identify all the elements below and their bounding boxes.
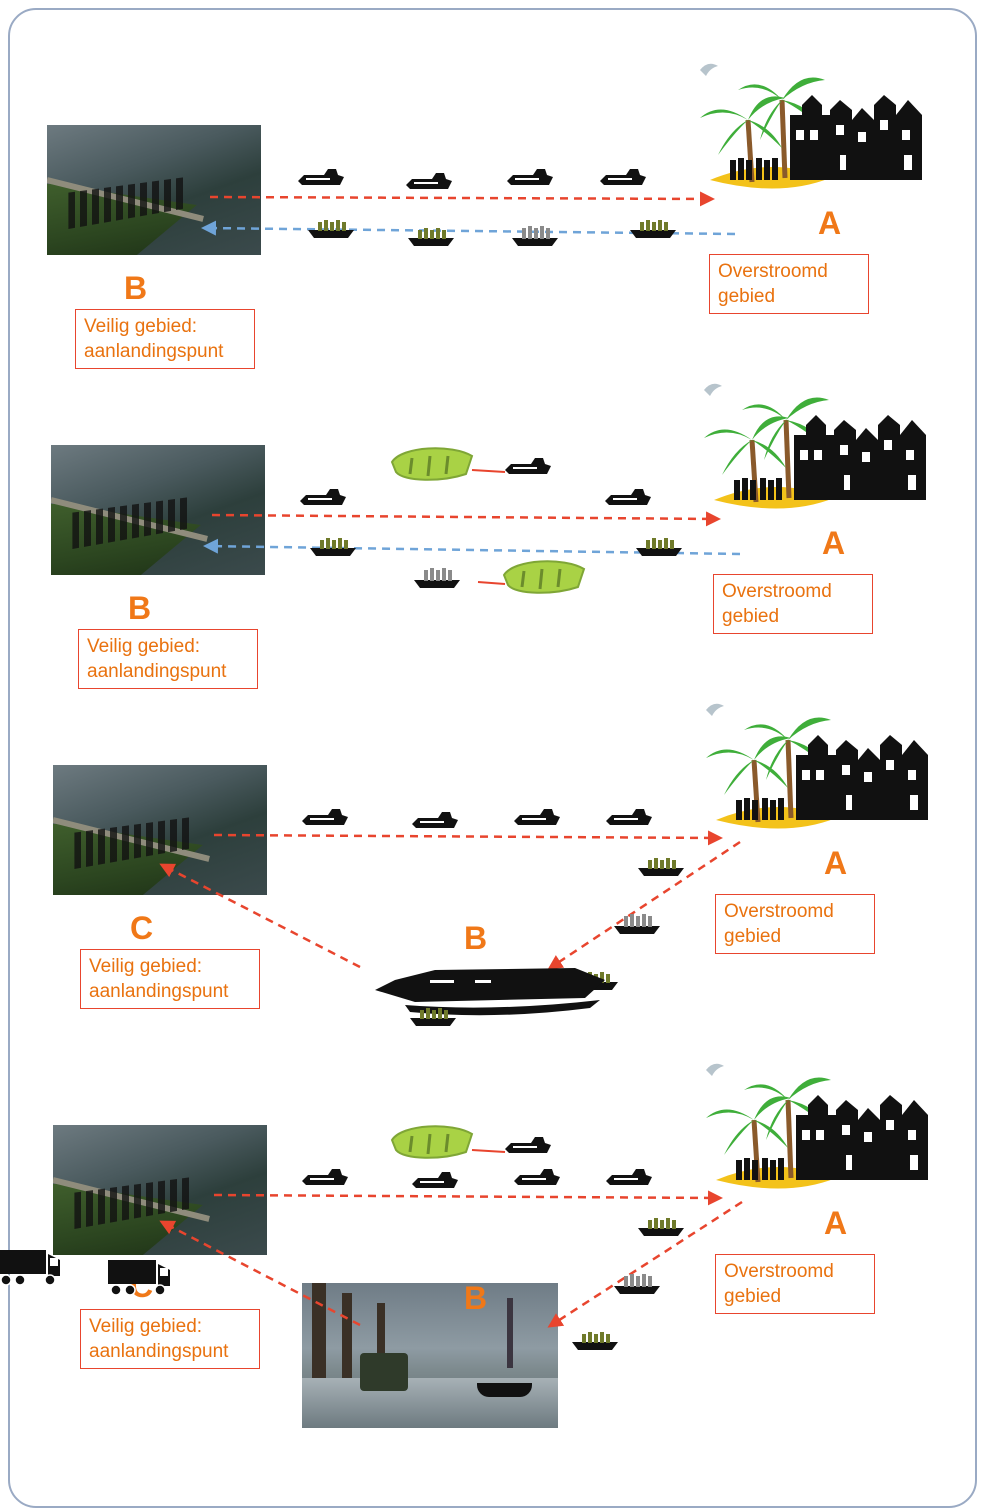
site-letter: B — [128, 590, 152, 626]
ferry-icon — [375, 968, 605, 1016]
rubber-raft-icon — [390, 446, 474, 482]
motorboat-icon — [298, 169, 344, 185]
safe-area-line-1: Veilig gebied: — [89, 956, 203, 977]
island-with-palms-icon — [700, 64, 922, 189]
motorboat-icon — [302, 1169, 348, 1185]
motorboat-icon — [477, 1383, 532, 1397]
motorboat-icon — [505, 458, 551, 474]
safe-area-box: Veilig gebied: aanlandingspunt — [80, 949, 260, 1009]
flooded-area-box: Overstroomd gebied — [715, 894, 875, 954]
dike-photo — [51, 445, 265, 575]
loaded-boat-icon — [630, 220, 676, 238]
flooded-area-line-2: gebied — [724, 1286, 782, 1307]
loaded-boat-icon — [512, 226, 558, 246]
island-with-palms-icon — [704, 384, 926, 509]
loaded-boat-icon — [414, 568, 460, 588]
motorboat-icon — [300, 489, 346, 505]
area-letter: A — [822, 525, 846, 561]
flooded-area-line-1: Overstroomd — [722, 581, 832, 602]
motorboat-icon — [600, 169, 646, 185]
flooded-area-box: Overstroomd gebied — [715, 1254, 875, 1314]
area-letter: A — [824, 1205, 848, 1241]
loaded-boat-icon — [638, 858, 684, 876]
dike-photo — [47, 125, 261, 255]
flooded-area-line-1: Overstroomd — [724, 1261, 834, 1282]
safe-area-line-1: Veilig gebied: — [87, 636, 201, 657]
loaded-boat-icon — [636, 538, 682, 556]
church-tower-icon — [507, 1298, 513, 1368]
loaded-boat-icon — [614, 914, 660, 934]
safe-area-line-2: aanlandingspunt — [84, 341, 224, 362]
flooded-area-line-2: gebied — [722, 606, 780, 627]
safe-area-box: Veilig gebied: aanlandingspunt — [80, 1309, 260, 1369]
motorboat-icon — [507, 169, 553, 185]
safe-area-line-2: aanlandingspunt — [89, 981, 229, 1002]
motorboat-icon — [514, 809, 560, 825]
site-letter: B — [124, 270, 148, 306]
safe-area-box: Veilig gebied: aanlandingspunt — [78, 629, 258, 689]
island-with-palms-icon — [706, 1064, 928, 1189]
motorboat-icon — [605, 489, 651, 505]
loaded-boat-icon — [638, 1218, 684, 1236]
motorboat-icon — [606, 809, 652, 825]
motorboat-icon — [406, 173, 452, 189]
loaded-boat-icon — [572, 1332, 618, 1350]
safe-area-line-2: aanlandingspunt — [89, 1341, 229, 1362]
flooded-area-line-2: gebied — [724, 926, 782, 947]
motorboat-icon — [412, 1172, 458, 1188]
island-with-palms-icon — [706, 704, 928, 829]
flooded-area-line-1: Overstroomd — [718, 261, 828, 282]
motorboat-icon — [606, 1169, 652, 1185]
motorboat-icon — [514, 1169, 560, 1185]
flooded-street-photo — [302, 1283, 558, 1428]
area-letter: A — [824, 845, 848, 881]
flooded-area-box: Overstroomd gebied — [713, 574, 873, 634]
safe-area-line-1: Veilig gebied: — [84, 316, 198, 337]
area-letter: A — [818, 205, 842, 241]
transfer-letter: B — [464, 1280, 488, 1316]
rubber-raft-icon — [390, 1124, 474, 1160]
transfer-letter: B — [464, 920, 488, 956]
site-letter: C — [130, 910, 154, 946]
safe-area-box: Veilig gebied: aanlandingspunt — [75, 309, 255, 369]
army-truck-icon — [360, 1353, 408, 1391]
motorboat-icon — [302, 809, 348, 825]
flooded-area-line-2: gebied — [718, 286, 776, 307]
safe-area-line-1: Veilig gebied: — [89, 1316, 203, 1337]
motorboat-icon — [412, 812, 458, 828]
loaded-boat-icon — [614, 1274, 660, 1294]
truck-icon — [107, 1259, 171, 1296]
motorboat-icon — [505, 1137, 551, 1153]
safe-area-line-2: aanlandingspunt — [87, 661, 227, 682]
truck-icon — [0, 1249, 61, 1286]
dike-photo — [53, 765, 267, 895]
rubber-raft-icon — [502, 559, 586, 595]
flooded-area-line-1: Overstroomd — [724, 901, 834, 922]
flooded-area-box: Overstroomd gebied — [709, 254, 869, 314]
